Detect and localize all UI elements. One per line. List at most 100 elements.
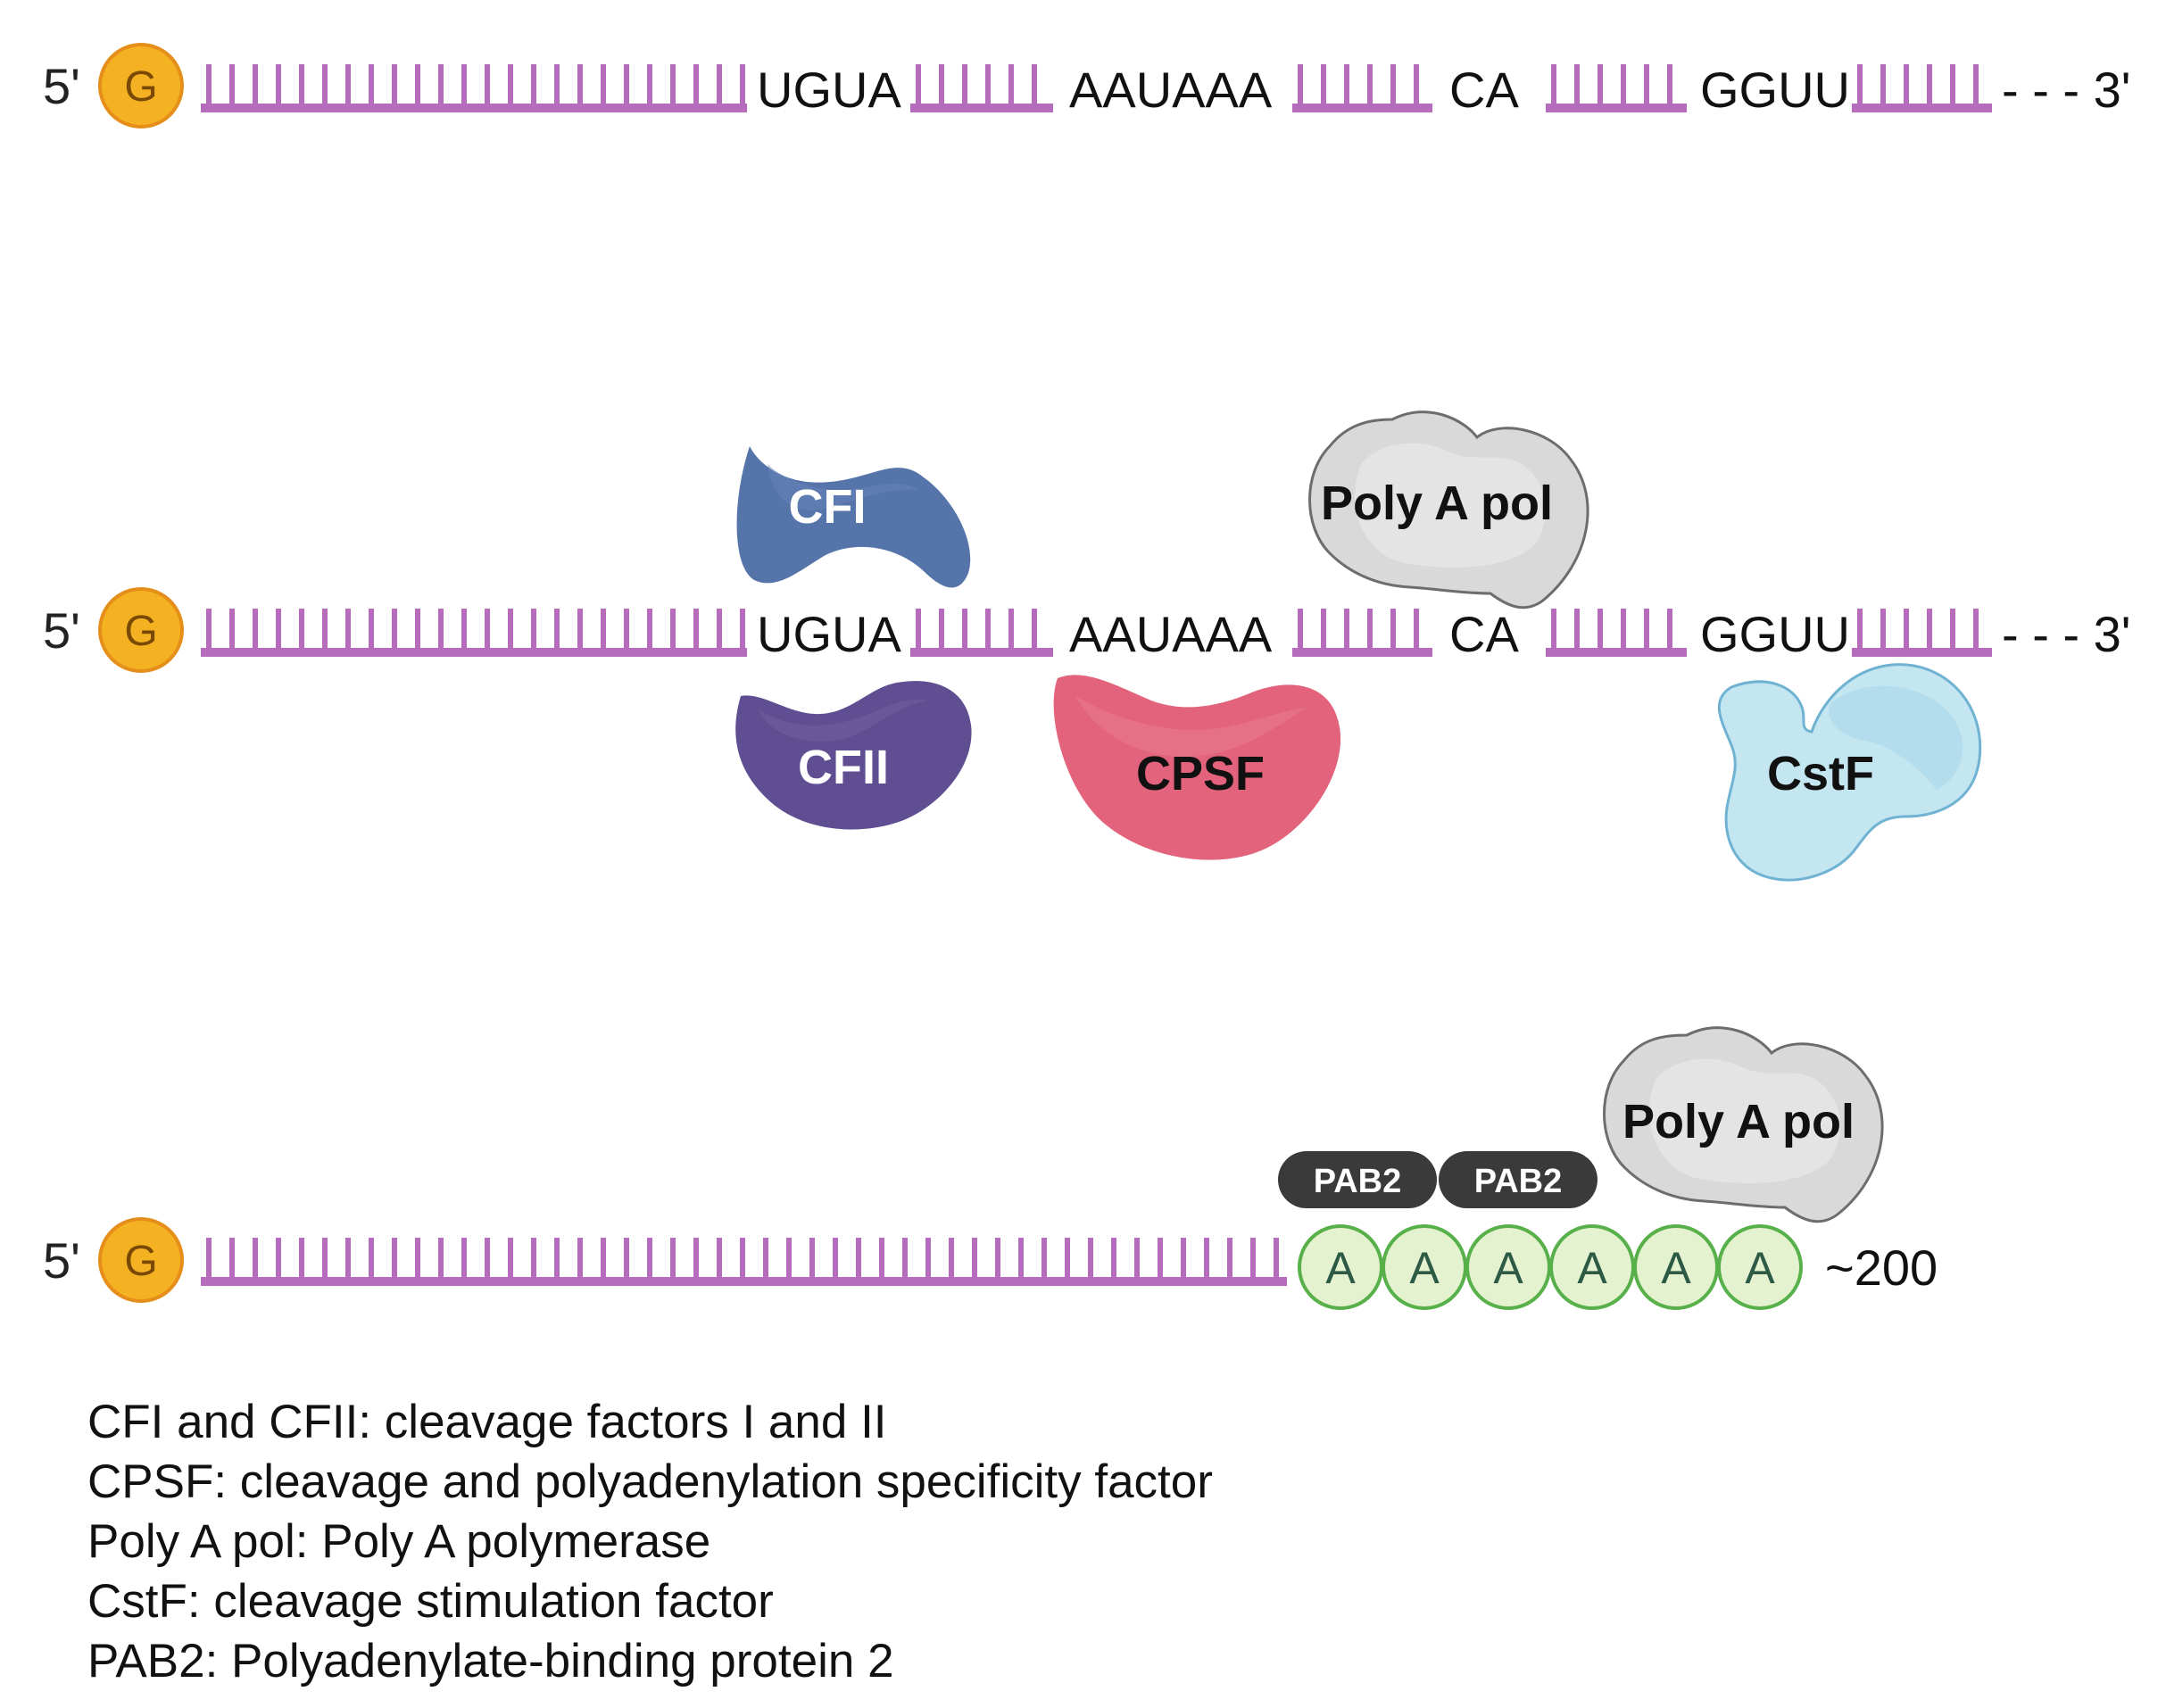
rna-nucleotide-tick — [1927, 64, 1932, 105]
cfi-protein: CFI — [736, 446, 971, 588]
rna-nucleotide-tick — [299, 1238, 304, 1279]
rna-nucleotide-tick — [438, 1238, 444, 1279]
rna-nucleotide-tick — [670, 64, 676, 105]
rna-nucleotide-tick — [1321, 64, 1326, 105]
row3-five-prime-label: 5' — [43, 1232, 80, 1289]
rna-nucleotide-tick — [624, 609, 629, 650]
row2-polya-polymerase: Poly A pol — [1308, 410, 1589, 609]
poly-a-tail-length: ~200 — [1825, 1240, 1938, 1296]
rna-nucleotide-tick — [1250, 1238, 1256, 1279]
rna-backbone — [201, 1277, 1287, 1286]
rna-nucleotide-tick — [949, 1238, 954, 1279]
rna-nucleotide-tick — [345, 64, 351, 105]
pab2-protein-1: PAB2 — [1278, 1151, 1437, 1208]
rna-nucleotide-tick — [322, 609, 328, 650]
row2-rna-segment-2 — [910, 609, 1053, 657]
rna-nucleotide-tick — [1667, 609, 1672, 650]
poly-a-ball-icon: A — [1382, 1224, 1467, 1310]
rna-nucleotide-tick — [438, 64, 444, 105]
rna-nucleotide-tick — [1111, 1238, 1116, 1279]
rna-nucleotide-tick — [1973, 64, 1979, 105]
rna-nucleotide-tick — [1904, 64, 1909, 105]
rna-backbone — [910, 648, 1053, 657]
rna-nucleotide-tick — [1414, 64, 1419, 105]
rna-nucleotide-tick — [345, 609, 351, 650]
rna-nucleotide-tick — [1088, 1238, 1093, 1279]
rna-nucleotide-tick — [1344, 64, 1349, 105]
row3-cap-label: G — [124, 1238, 157, 1285]
rna-nucleotide-tick — [962, 609, 967, 650]
rna-nucleotide-tick — [554, 609, 560, 650]
poly-a-ball-icon: A — [1633, 1224, 1719, 1310]
rna-nucleotide-tick — [1598, 609, 1603, 650]
pab2-label-2: PAB2 — [1474, 1163, 1563, 1200]
rna-nucleotide-tick — [206, 609, 212, 650]
rna-nucleotide-tick — [1367, 64, 1373, 105]
rna-nucleotide-tick — [601, 64, 606, 105]
rna-nucleotide-tick — [1880, 609, 1886, 650]
rna-nucleotide-tick — [1667, 64, 1672, 105]
poly-a-tail: A A A A A A — [1298, 1224, 1803, 1310]
rna-nucleotide-tick — [1008, 64, 1014, 105]
rna-nucleotide-tick — [508, 1238, 513, 1279]
rna-nucleotide-tick — [916, 609, 921, 650]
rna-nucleotide-tick — [1367, 609, 1373, 650]
legend: CFI and CFII: cleavage factors I and II … — [87, 1392, 1213, 1691]
rna-nucleotide-tick — [1181, 1238, 1186, 1279]
rna-nucleotide-tick — [253, 64, 258, 105]
row2-rna-segment-3 — [1292, 609, 1432, 657]
rna-nucleotide-tick — [786, 1238, 792, 1279]
rna-nucleotide-tick — [554, 64, 560, 105]
rna-nucleotide-tick — [670, 1238, 676, 1279]
rna-nucleotide-tick — [1298, 609, 1303, 650]
poly-a-base-2: A — [1409, 1243, 1440, 1293]
rna-nucleotide-tick — [1551, 609, 1556, 650]
row1-rna-segment-4 — [1546, 64, 1687, 112]
row1-motif-ugua: UGUA — [757, 62, 901, 118]
rna-nucleotide-tick — [1950, 609, 1955, 650]
row3-polya-polymerase: Poly A pol — [1603, 1026, 1884, 1223]
rna-nucleotide-tick — [939, 609, 944, 650]
cfii-label: CFII — [798, 741, 889, 794]
rna-nucleotide-tick — [577, 64, 583, 105]
rna-nucleotide-tick — [985, 64, 991, 105]
rna-nucleotide-tick — [276, 609, 281, 650]
legend-item-polya-pol: Poly A pol: Poly A polymerase — [87, 1515, 711, 1568]
rna-nucleotide-tick — [508, 64, 513, 105]
poly-a-base-1: A — [1325, 1243, 1356, 1293]
rna-nucleotide-tick — [392, 609, 397, 650]
rna-nucleotide-tick — [1344, 609, 1349, 650]
rna-nucleotide-tick — [229, 64, 235, 105]
rna-nucleotide-tick — [1950, 64, 1955, 105]
rna-nucleotide-tick — [833, 1238, 838, 1279]
rna-nucleotide-tick — [916, 64, 921, 105]
rna-nucleotide-tick — [1621, 609, 1626, 650]
row2-three-prime-label: - - - 3' — [2002, 606, 2130, 662]
rna-nucleotide-tick — [717, 64, 722, 105]
rna-backbone — [1546, 104, 1687, 112]
rna-nucleotide-tick — [577, 1238, 583, 1279]
rna-nucleotide-tick — [624, 64, 629, 105]
legend-item-cstf: CstF: cleavage stimulation factor — [87, 1575, 774, 1628]
rna-nucleotide-tick — [879, 1238, 884, 1279]
rna-nucleotide-tick — [369, 64, 374, 105]
rna-nucleotide-tick — [299, 609, 304, 650]
rna-nucleotide-tick — [322, 64, 328, 105]
rna-nucleotide-tick — [206, 1238, 212, 1279]
rna-nucleotide-tick — [809, 1238, 815, 1279]
rna-nucleotide-tick — [253, 1238, 258, 1279]
rna-nucleotide-tick — [763, 1238, 768, 1279]
cpsf-protein: CPSF — [1053, 675, 1341, 860]
cpsf-label: CPSF — [1136, 747, 1265, 800]
pab2-label-1: PAB2 — [1314, 1163, 1402, 1200]
rna-nucleotide-tick — [1574, 64, 1580, 105]
poly-a-ball-icon: A — [1717, 1224, 1803, 1310]
rna-nucleotide-tick — [1621, 64, 1626, 105]
row2-rna-segment-5 — [1852, 609, 1992, 657]
rna-nucleotide-tick — [206, 64, 212, 105]
legend-item-pab2: PAB2: Polyadenylate-binding protein 2 — [87, 1635, 894, 1687]
row2-rna-segment-4 — [1546, 609, 1687, 657]
rna-nucleotide-tick — [1857, 64, 1863, 105]
row2-motif-ugua: UGUA — [757, 606, 901, 662]
pab2-protein-2: PAB2 — [1439, 1151, 1598, 1208]
